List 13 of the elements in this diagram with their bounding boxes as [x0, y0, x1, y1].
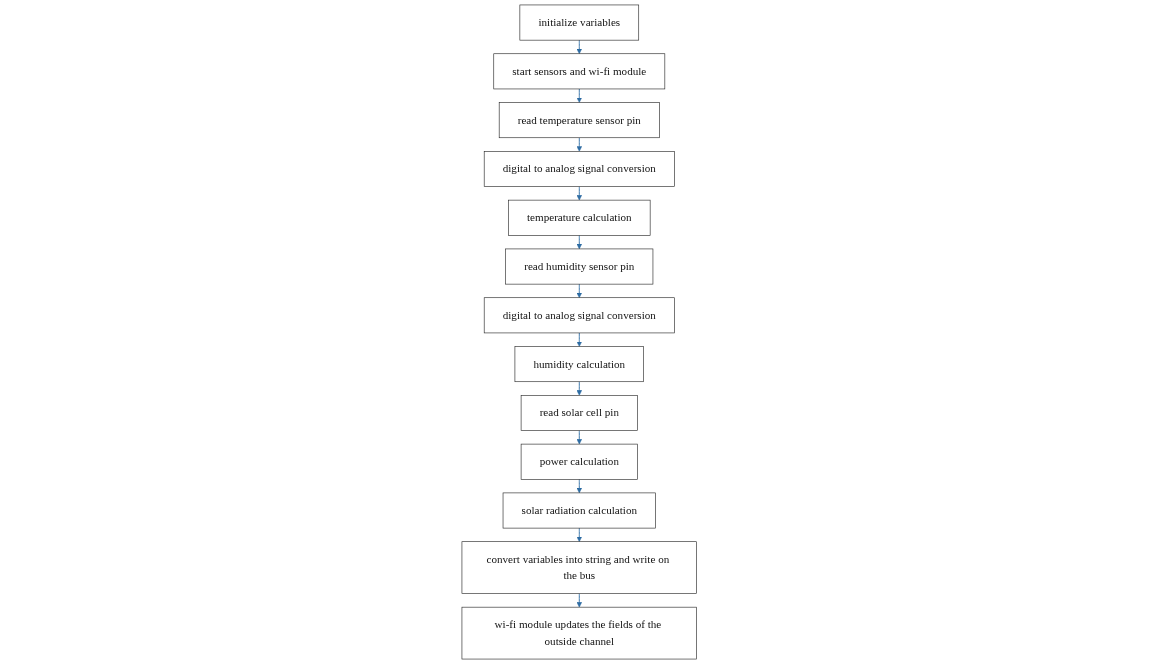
node-box: solar radiation calculation: [502, 492, 657, 529]
node-box: initialize variables: [519, 4, 640, 41]
node-box: read humidity sensor pin: [505, 248, 654, 285]
node-box: power calculation: [521, 443, 638, 480]
node-box: wi-fi module updates the fields of the outside channel: [461, 606, 698, 660]
node-box: digital to analog signal conversion: [484, 151, 675, 187]
node-box: temperature calculation: [508, 199, 651, 236]
node-box: start sensors and wi-fi module: [493, 53, 666, 90]
node-box: humidity calculation: [514, 346, 645, 383]
node-box: digital to analog signal conversion: [484, 297, 675, 334]
node-box: read solar cell pin: [521, 395, 638, 431]
node-box: convert variables into string and write on the bus: [461, 541, 698, 594]
node-box: read temperature sensor pin: [499, 102, 660, 139]
